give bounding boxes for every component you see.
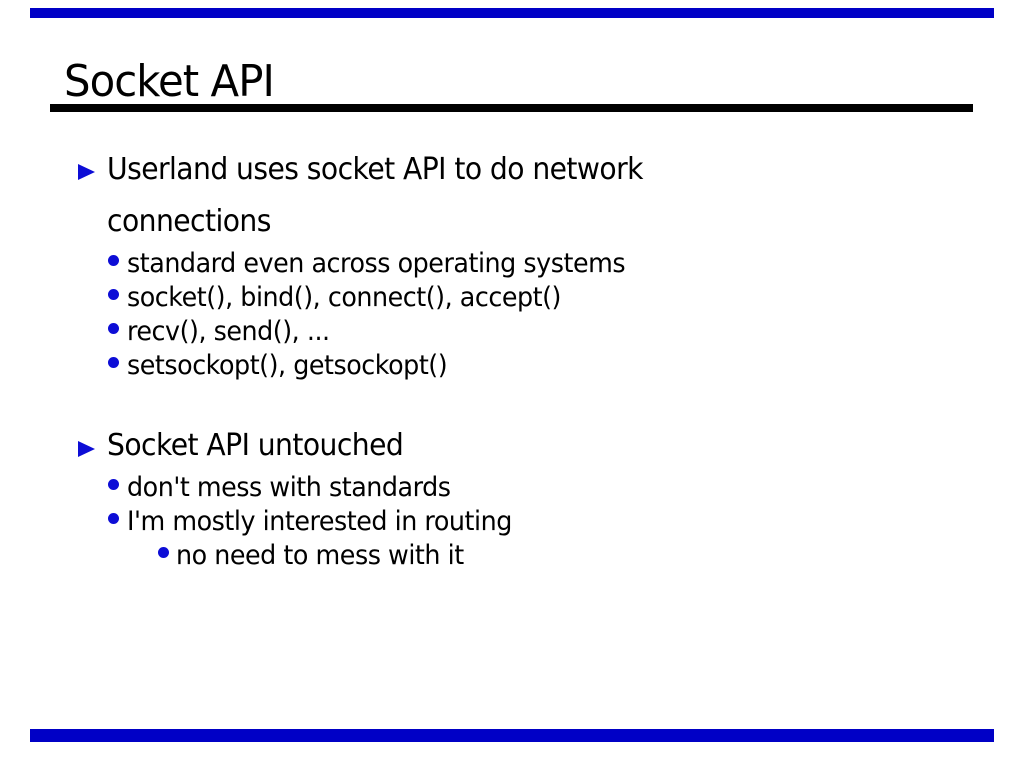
list-item: socket(), bind(), connect(), accept() xyxy=(107,281,657,315)
triangle-bullet-icon xyxy=(78,441,95,457)
bullet-dot-icon xyxy=(108,289,119,300)
bullet-dot-icon xyxy=(108,479,119,490)
list-item-text: socket(), bind(), connect(), accept() xyxy=(127,282,561,313)
slide-title: Socket API xyxy=(64,56,275,107)
heading-line: connections xyxy=(107,204,271,239)
bullet-dot-icon xyxy=(108,513,119,524)
list-item-text: no need to mess with it xyxy=(176,540,464,571)
list-item-text: I'm mostly interested in routing xyxy=(127,506,512,537)
list-item-text: setsockopt(), getsockopt() xyxy=(127,350,448,381)
list-item: I'm mostly interested in routing xyxy=(107,505,536,539)
section-2-sub-bullet-list: don't mess with standards I'm mostly int… xyxy=(107,471,536,573)
list-item: don't mess with standards xyxy=(107,471,536,505)
heading-line: Userland uses socket API to do network xyxy=(107,152,643,187)
list-item-text: standard even across operating systems xyxy=(127,248,626,279)
title-underline xyxy=(50,104,973,112)
section-1-heading: Userland uses socket API to do network c… xyxy=(107,144,643,248)
heading-line: Socket API untouched xyxy=(107,428,404,463)
section-2-heading: Socket API untouched xyxy=(107,420,404,472)
bullet-dot-icon xyxy=(158,547,169,558)
bullet-dot-icon xyxy=(108,255,119,266)
list-item-text: recv(), send(), ... xyxy=(127,316,330,347)
bottom-decoration-bar xyxy=(30,729,994,742)
list-item-text: don't mess with standards xyxy=(127,472,451,503)
top-decoration-bar xyxy=(30,8,994,18)
list-item: standard even across operating systems xyxy=(107,247,657,281)
bullet-dot-icon xyxy=(108,357,119,368)
triangle-bullet-icon xyxy=(78,164,95,180)
list-item: setsockopt(), getsockopt() xyxy=(107,349,657,383)
list-item: no need to mess with it xyxy=(107,539,536,573)
bullet-dot-icon xyxy=(108,323,119,334)
section-1-sub-bullet-list: standard even across operating systems s… xyxy=(107,247,657,383)
list-item: recv(), send(), ... xyxy=(107,315,657,349)
